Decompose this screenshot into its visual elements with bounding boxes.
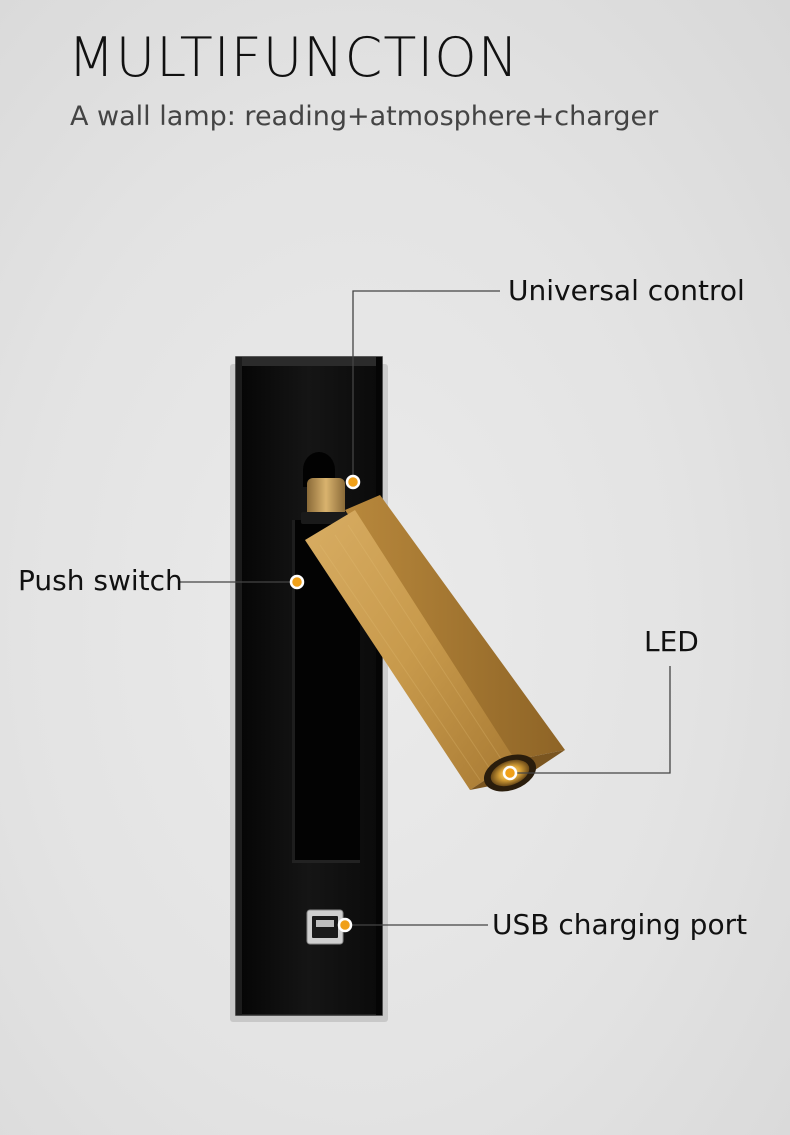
marker-led xyxy=(502,765,518,781)
leader-led xyxy=(510,666,671,774)
marker-universal-control xyxy=(345,474,361,490)
page-title: MULTIFUNCTION xyxy=(68,26,520,89)
usb-port xyxy=(306,909,344,945)
page-subtitle: A wall lamp: reading+atmosphere+charger xyxy=(70,101,659,132)
callout-leader-lines xyxy=(180,290,671,926)
callout-markers xyxy=(289,474,518,933)
marker-push-switch xyxy=(289,574,305,590)
callout-universal-control: Universal control xyxy=(508,274,745,307)
callout-push-switch: Push switch xyxy=(18,564,183,597)
leader-universal-control xyxy=(352,290,500,482)
callout-usb-charging-port: USB charging port xyxy=(492,908,748,941)
marker-usb-port xyxy=(337,917,353,933)
callout-led: LED xyxy=(644,625,699,658)
lamp-head xyxy=(305,495,565,792)
